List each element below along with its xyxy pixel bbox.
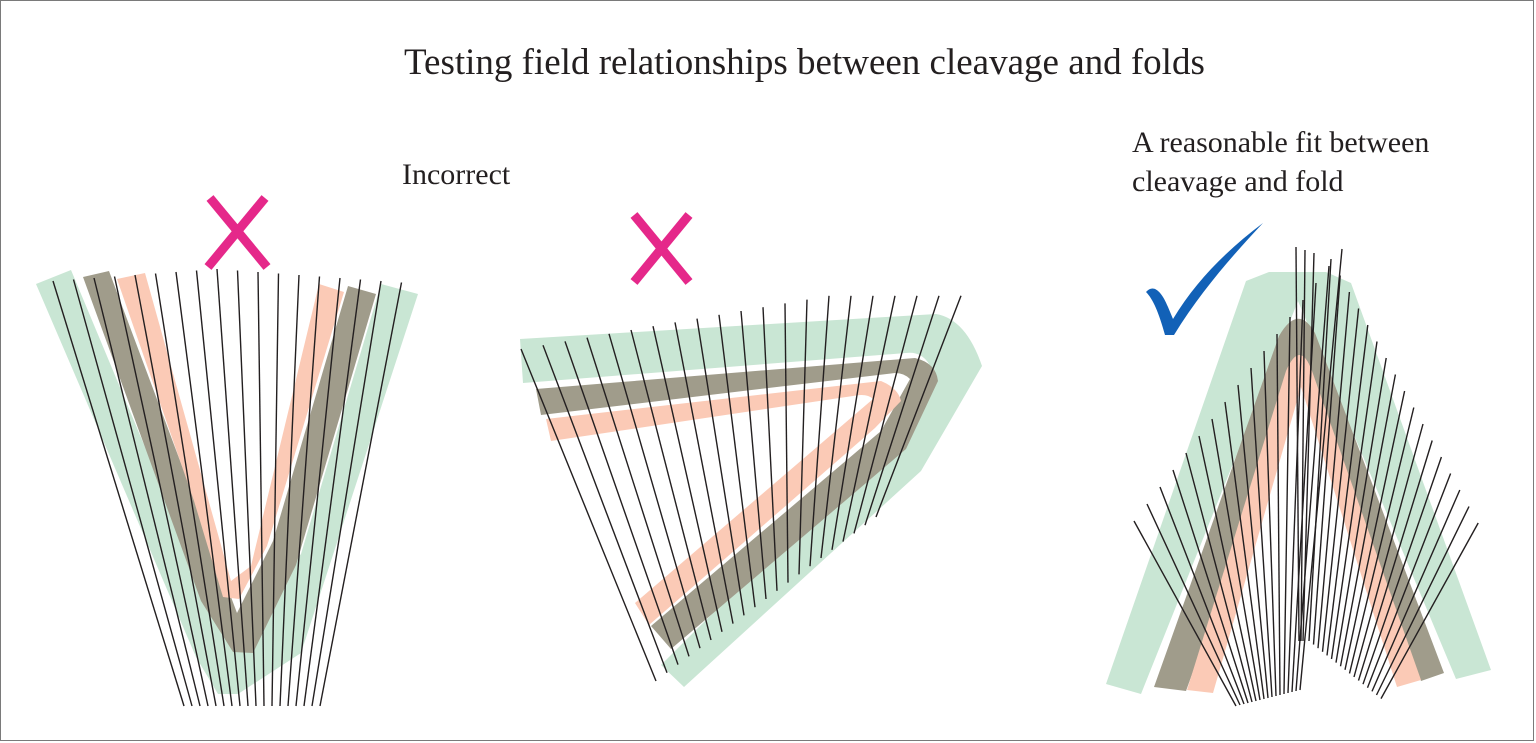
overturned-fold-outer-layer: [520, 314, 982, 687]
cleavage-line: [1198, 435, 1257, 702]
cleavage-line: [564, 341, 679, 665]
cleavage-line: [1344, 390, 1406, 670]
cleavage-line: [1357, 440, 1433, 681]
cleavage-line: [72, 279, 193, 707]
cleavage-line: [630, 329, 712, 641]
cleavage-line: [271, 273, 280, 707]
cleavage-line: [784, 303, 789, 583]
cleavage-line: [1287, 299, 1304, 694]
cleavage-line: [1283, 316, 1291, 695]
v-fold-cleavage-lines: [52, 268, 403, 707]
cleavage-line: [1321, 308, 1360, 652]
cleavage-line: [831, 295, 874, 550]
cleavage-line: [864, 295, 940, 526]
cleavage-line: [608, 333, 701, 649]
cleavage-line: [1276, 333, 1281, 696]
cross-icon: [630, 212, 693, 285]
cleavage-line: [1224, 401, 1265, 700]
cleavage-line: [1371, 489, 1461, 692]
cleavage-line: [319, 282, 403, 707]
reasonable-fit-line-1: A reasonable fit between: [1132, 126, 1430, 159]
cleavage-line: [798, 299, 808, 575]
anticline-dark-layer: [1154, 318, 1444, 691]
reasonable-fit-label: A reasonable fit between cleavage and fo…: [1132, 123, 1429, 201]
cleavage-line: [216, 268, 249, 707]
cross-icon: [204, 195, 271, 270]
cleavage-line: [696, 318, 745, 616]
cleavage-line: [52, 280, 185, 707]
cleavage-line: [1250, 367, 1273, 698]
cleavage-line: [257, 271, 265, 707]
anticline-panel: [1106, 223, 1491, 707]
diagram-title: Testing field relationships between clea…: [404, 42, 1205, 83]
cleavage-line: [154, 273, 225, 707]
cleavage-line: [1326, 324, 1369, 656]
check-icon: [1146, 223, 1263, 335]
cleavage-line: [1299, 248, 1343, 691]
cleavage-line: [842, 295, 896, 542]
cleavage-line: [1375, 506, 1470, 696]
cleavage-line: [1237, 384, 1269, 699]
v-fold-pink-layer: [117, 273, 344, 599]
cleavage-line: [820, 295, 852, 559]
cleavage-line: [718, 314, 756, 608]
anticline-cleavage-lines: [1133, 246, 1479, 707]
cleavage-line: [1380, 522, 1479, 699]
cleavage-line: [93, 277, 201, 707]
cleavage-line: [1159, 486, 1245, 705]
cleavage-line: [875, 295, 962, 518]
anticline-outer-layer: [1106, 272, 1491, 694]
cleavage-line: [740, 310, 767, 600]
cleavage-line: [1133, 520, 1237, 707]
cleavage-line: [1348, 407, 1415, 674]
v-fold-outer-layer: [36, 270, 418, 694]
cleavage-line: [175, 271, 233, 707]
cleavage-line: [1317, 291, 1351, 649]
cleavage-line: [1308, 258, 1332, 642]
overturned-fold-dark-layer: [536, 358, 938, 649]
overturned-fold-cleavage-lines: [520, 295, 962, 682]
cleavage-line: [1366, 473, 1452, 689]
cleavage-line: [542, 344, 668, 674]
cleavage-line: [1330, 341, 1378, 660]
v-fold-panel: [36, 195, 418, 707]
cleavage-line: [1295, 246, 1300, 642]
cleavage-line: [809, 295, 830, 567]
cleavage-line: [1172, 469, 1249, 704]
cleavage-line: [295, 277, 341, 707]
cleavage-line: [652, 326, 723, 632]
cleavage-line: [279, 274, 300, 707]
cleavage-line: [762, 307, 778, 591]
cleavage-line: [303, 279, 362, 707]
cleavage-line: [1300, 249, 1306, 642]
cleavage-line: [520, 348, 657, 682]
cleavage-line: [674, 322, 734, 624]
cleavage-line: [853, 295, 918, 534]
cleavage-line: [1211, 418, 1261, 701]
reasonable-fit-line-2: cleavage and fold: [1132, 165, 1344, 198]
cleavage-line: [586, 337, 690, 657]
cleavage-line: [1291, 282, 1317, 693]
cleavage-line: [311, 280, 382, 707]
cleavage-line: [1339, 374, 1397, 667]
cleavage-line: [287, 276, 321, 707]
cleavage-line: [1335, 357, 1387, 663]
cleavage-line: [1362, 456, 1443, 685]
cleavage-line: [1353, 423, 1424, 678]
cleavage-line: [1146, 503, 1241, 706]
incorrect-label: Incorrect: [402, 158, 511, 191]
cleavage-line: [1312, 275, 1341, 645]
cleavage-line: [1263, 350, 1277, 697]
cleavage-line: [134, 274, 217, 707]
cleavage-line: [1185, 452, 1253, 703]
cleavage-line: [236, 270, 257, 707]
cleavage-line: [195, 270, 241, 707]
v-fold-dark-layer: [83, 271, 376, 653]
cleavage-line: [1302, 252, 1315, 642]
cleavage-line: [113, 276, 209, 707]
overturned-fold-panel: [520, 212, 982, 687]
